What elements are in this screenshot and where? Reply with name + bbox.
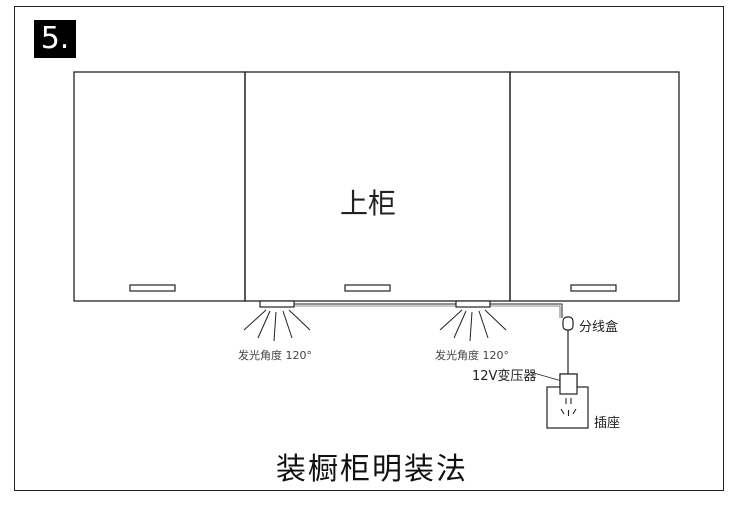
junction-box [562,316,574,331]
light-angle-label-right: 发光角度 120° [435,349,509,362]
light-bar-right [455,300,491,308]
step-number-badge: 5. [34,20,76,58]
transformer-label: 12V变压器 [472,369,537,384]
cabinet-label: 上柜 [340,187,397,220]
diagram-frame [14,6,724,491]
light-angle-label-left: 发光角度 120° [238,349,312,362]
light-bar-left [259,300,295,308]
handle-center [344,284,391,292]
handle-right [570,284,617,292]
outlet-label: 插座 [594,416,621,431]
wire-to-junction [490,303,563,318]
light-rays-left [243,309,311,342]
handle-left [129,284,176,292]
page-title: 装橱柜明装法 [276,452,468,487]
light-rays-right [439,309,507,342]
cabinet-left [73,71,246,302]
cabinet-right [509,71,680,302]
junction-box-label: 分线盒 [579,320,619,335]
